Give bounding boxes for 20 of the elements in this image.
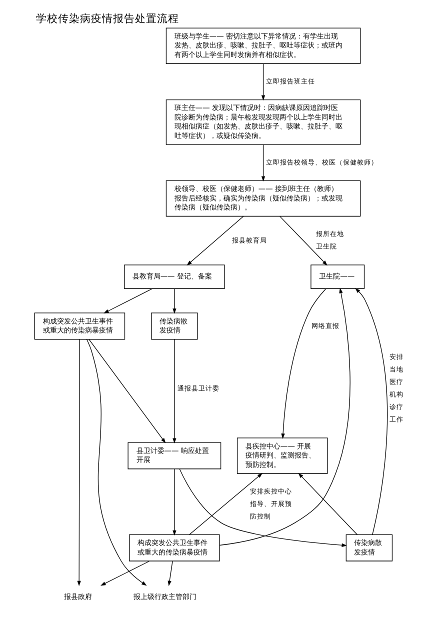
arrow [172,468,176,536]
arrow [219,288,350,546]
arrow [298,472,358,535]
arrow [77,339,81,586]
arrow [100,560,150,586]
arrow [172,288,176,314]
arrow [168,560,173,586]
arrow [104,288,153,314]
arrow [189,473,263,535]
diagram-title: 学校传染病疫情报告处置流程 [36,13,179,26]
arrow [179,468,348,548]
arrow [186,216,244,266]
arrow [172,338,176,444]
arrow [280,216,328,266]
arrow [355,288,388,535]
arrow [261,144,266,182]
arrow [261,63,266,101]
arrow [86,339,147,586]
arrow [281,288,326,439]
arrow [88,338,166,444]
